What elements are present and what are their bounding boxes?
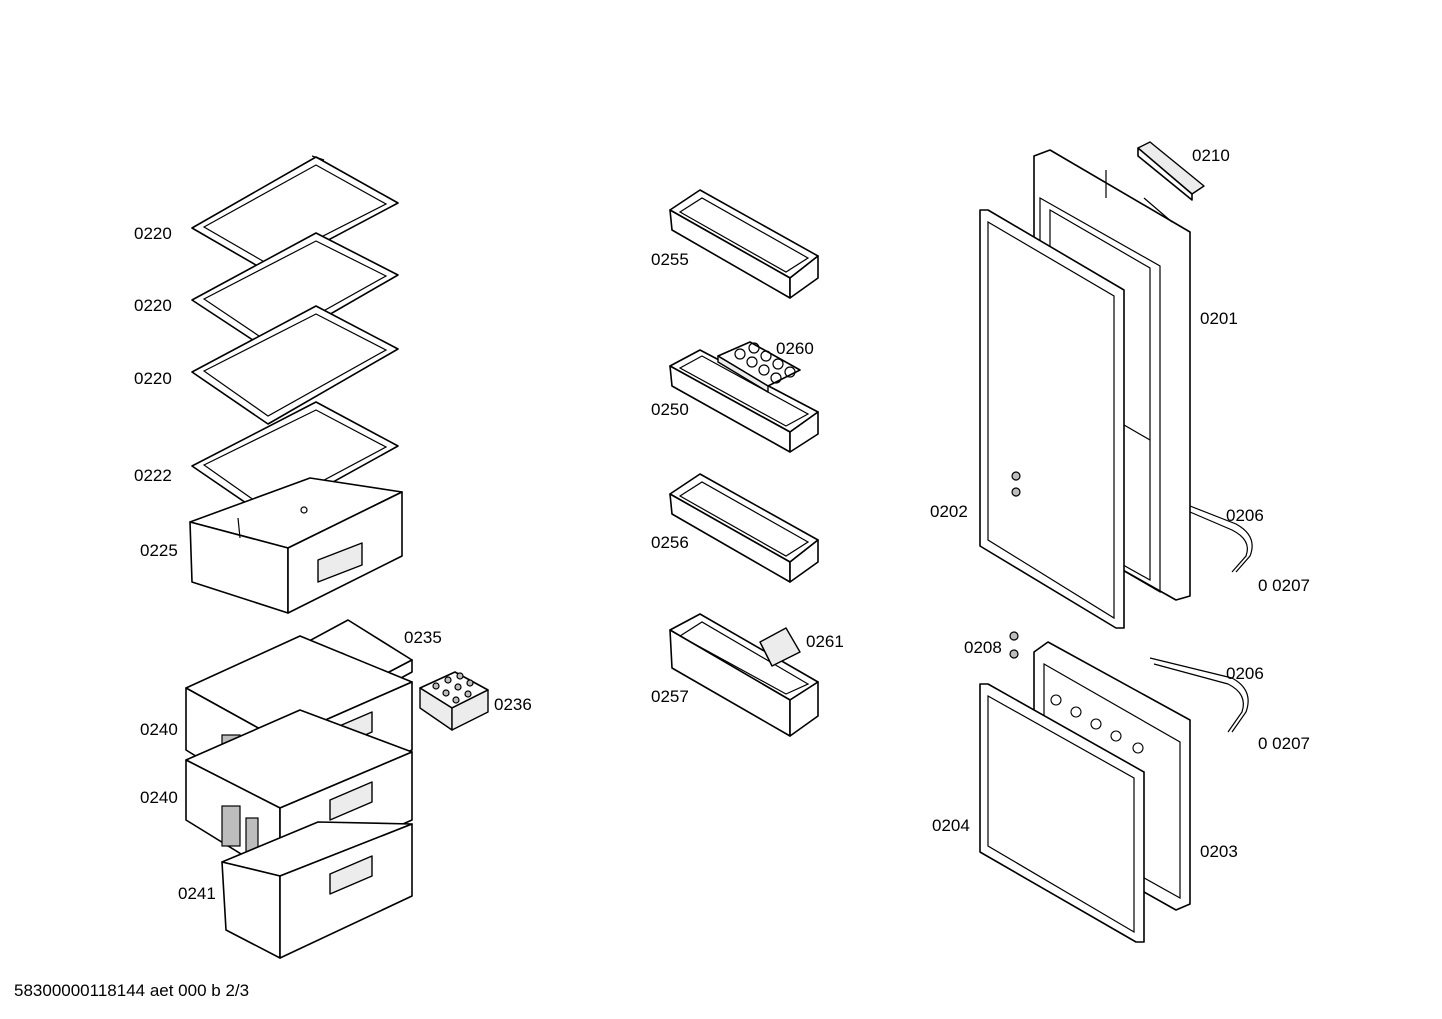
label-0208: 0208 [964,638,1002,657]
label-0240-upper: 0240 [140,720,178,739]
label-0255: 0255 [651,250,689,269]
label-0220-top: 0220 [134,224,172,243]
glass-shelf-0222 [191,401,399,519]
container-0225 [189,477,403,614]
label-0210: 0210 [1192,146,1230,165]
label-0250: 0250 [651,400,689,419]
handle-cover-0210 [1137,141,1205,201]
label-0257: 0257 [651,687,689,706]
door-gasket-0204 [979,683,1145,943]
door-bin-0250 [669,349,819,453]
label-0220-middle: 0220 [134,296,172,315]
label-0235: 0235 [404,628,442,647]
document-footer-code: 58300000118144 aet 000 b 2/3 [14,981,250,1000]
label-0207-lower: 0 0207 [1258,734,1310,753]
label-0220-lower: 0220 [134,369,172,388]
door-bin-0255 [669,189,819,299]
label-0207-upper: 0 0207 [1258,576,1310,595]
label-0206-upper: 0206 [1226,506,1264,525]
label-0225: 0225 [140,541,178,560]
label-0236: 0236 [494,695,532,714]
door-bin-0257 [669,613,819,737]
hinge-0206-lower [1149,657,1249,733]
label-0222: 0222 [134,466,172,485]
door-gasket-0202 [979,209,1125,629]
screws-0208 [1009,631,1019,659]
divider-0261 [759,627,801,667]
label-0203: 0203 [1200,842,1238,861]
label-0206-lower: 0206 [1226,664,1264,683]
label-0204: 0204 [932,816,970,835]
label-0202: 0202 [930,502,968,521]
drawer-0241 [221,821,413,959]
glass-shelf-0220-lower [191,305,399,425]
glass-shelf-0220-middle [191,232,399,351]
label-0256: 0256 [651,533,689,552]
glass-shelf-0220-top [191,155,399,273]
label-0260: 0260 [776,339,814,358]
label-0240-lower: 0240 [140,788,178,807]
door-bin-0256 [669,473,819,583]
label-0241: 0241 [178,884,216,903]
ice-tray-0236 [419,671,489,731]
label-0261: 0261 [806,632,844,651]
hinge-0206-upper [1189,505,1253,573]
label-0201: 0201 [1200,309,1238,328]
egg-tray-0260 [717,341,801,393]
